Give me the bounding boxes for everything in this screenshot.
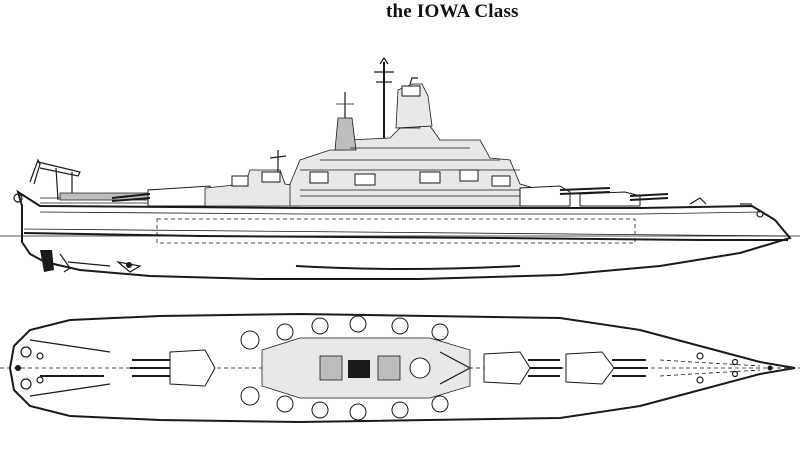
turret-b-plan [483, 351, 562, 385]
turret-b-side [519, 185, 571, 207]
main-director-plan [409, 357, 431, 379]
bridge-plan [348, 360, 370, 378]
turret-a-plan [565, 351, 648, 385]
main-superstructure [289, 125, 546, 207]
aft-funnel [334, 117, 357, 151]
hawsepipe [756, 210, 764, 218]
aft-main-turret-side [147, 185, 215, 207]
secondary-mounts-plan [240, 315, 449, 421]
plan-top-view [0, 312, 800, 424]
rudder [40, 250, 54, 272]
aft-superstructure [204, 169, 301, 207]
armor-belt-outline [156, 218, 636, 244]
turret-c-plan [130, 349, 216, 387]
funnel-plan [319, 355, 343, 381]
bow-fittings [659, 352, 773, 384]
deck-outline [8, 312, 796, 424]
diagram-title: the IOWA Class [386, 1, 519, 22]
bilge-keel [295, 265, 521, 270]
secondary-mount [309, 171, 329, 184]
boot-topping-stripe [23, 232, 788, 241]
aircraft-crane [29, 158, 41, 185]
turret-a-side [579, 191, 641, 207]
side-profile-view [0, 56, 800, 280]
fire-control-director [401, 85, 421, 97]
aft-secondary-mount [231, 175, 249, 187]
